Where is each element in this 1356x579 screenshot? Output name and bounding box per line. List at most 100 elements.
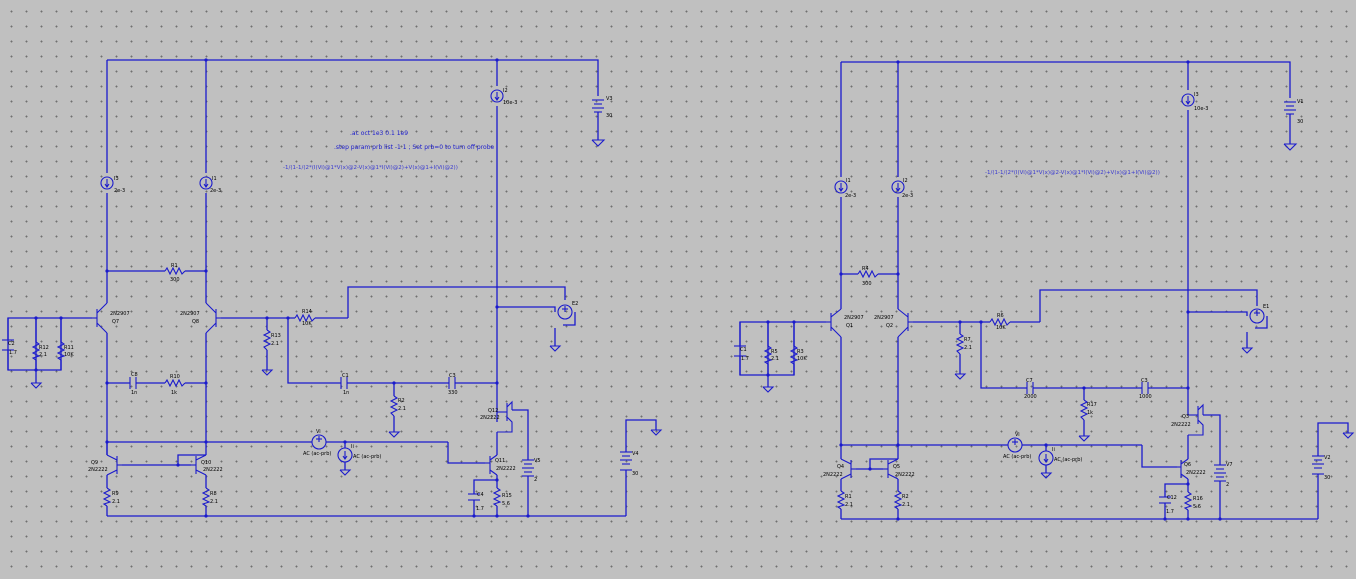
label-r15: R15 [502, 493, 512, 499]
source-ii[interactable] [337, 447, 353, 463]
label-c8: C8 [131, 372, 138, 378]
probe-source-e2[interactable] [557, 304, 573, 320]
label-i2: I2 [503, 88, 508, 94]
probe-source-e1-right[interactable] [1249, 308, 1265, 324]
label-r16-right: R16 [1193, 496, 1203, 502]
resistor-r1[interactable] [164, 266, 186, 276]
resistor-r16-right[interactable] [1183, 491, 1193, 511]
label-q2-right: Q2 [886, 323, 893, 329]
ground-v2-right [1342, 432, 1355, 439]
current-source-i2[interactable] [490, 89, 504, 103]
current-source-i2-right[interactable] [891, 180, 905, 194]
resistor-r6-right[interactable] [989, 317, 1011, 327]
transistor-q6-right[interactable] [1177, 458, 1189, 480]
ground-v4 [650, 429, 663, 436]
spice-directive-ac[interactable]: .ac oct 1e3 0.1 1e9 [350, 130, 408, 137]
capacitor-c3[interactable] [448, 377, 456, 389]
label-r12: R12 [39, 345, 49, 351]
resistor-r14[interactable] [294, 313, 316, 323]
ground-ii [339, 469, 352, 476]
label-c3: C3 [449, 373, 456, 379]
voltage-source-v1-right[interactable] [1283, 101, 1298, 151]
model-q1-right: 2N2907 [844, 315, 864, 321]
resistor-r3-right[interactable] [789, 345, 799, 365]
resistor-r9[interactable] [102, 487, 112, 507]
label-i1: I1 [212, 176, 217, 182]
voltage-source-v7-right[interactable] [1214, 464, 1226, 482]
current-source-i3-right[interactable] [1181, 93, 1195, 107]
resistor-r5-right[interactable] [763, 345, 773, 365]
left-measure-expression[interactable]: -1/(1-1/(2*(I(Vi)@1*V(x)@2-V(x)@1*I(Vi)@… [283, 165, 458, 171]
capacitor-c12-right[interactable] [1159, 496, 1171, 504]
model-q10: 2N2222 [203, 467, 223, 473]
current-source-i1-right[interactable] [834, 180, 848, 194]
voltage-source-v5[interactable] [522, 459, 534, 477]
resistor-r1-right[interactable] [836, 490, 846, 510]
resistor-r2-right[interactable] [893, 490, 903, 510]
resistor-r17-right[interactable] [1079, 399, 1089, 421]
label-q11: Q11 [495, 458, 505, 464]
transistor-q5-right[interactable] [883, 458, 899, 480]
transistor-q3-right[interactable] [1188, 403, 1204, 436]
label-r1: R1 [171, 263, 178, 269]
source-vi[interactable] [311, 434, 327, 450]
resistor-r8[interactable] [201, 487, 211, 507]
label-q10: Q10 [201, 460, 211, 466]
resistor-r2[interactable] [389, 395, 399, 417]
capacitor-c7-right[interactable] [1026, 382, 1034, 394]
value-r6-right: 10K [996, 325, 1006, 331]
capacitor-c4[interactable] [468, 493, 480, 501]
value-r4-right: 300 [862, 281, 872, 287]
capacitor-c1-right[interactable] [734, 345, 746, 357]
label-q4-right: Q4 [837, 464, 844, 470]
voltage-source-v4[interactable] [620, 451, 632, 471]
left-components [2, 89, 663, 507]
right-schematic: I1 2e-3 I2 2e-3 I3 10e-3 V1 30 R4 300 2N… [734, 60, 1355, 521]
transistor-q7[interactable] [92, 302, 108, 334]
capacitor-c2[interactable] [2, 339, 14, 351]
transistor-q9[interactable] [106, 454, 122, 476]
label-ii: Ii [351, 444, 354, 450]
label-v1-right: V1 [1297, 99, 1304, 105]
label-q9: Q9 [91, 460, 98, 466]
current-source-i1[interactable] [199, 176, 213, 190]
transistor-q11[interactable] [485, 454, 498, 476]
capacitor-c1[interactable] [340, 377, 348, 389]
voltage-source-v3[interactable] [591, 99, 606, 147]
transistor-q8[interactable] [205, 302, 221, 334]
ground-e2 [549, 345, 562, 352]
label-c1: C1 [342, 373, 349, 379]
resistor-r13[interactable] [262, 329, 272, 351]
label-ii-right: Ii [1052, 447, 1055, 453]
label-e2: E2 [572, 301, 578, 307]
resistor-r15[interactable] [492, 487, 502, 507]
value-r5-right: 2.1 [771, 356, 779, 362]
resistor-r10[interactable] [164, 378, 186, 388]
voltage-source-v2-right[interactable] [1312, 455, 1324, 475]
current-source-i3[interactable] [100, 176, 114, 190]
capacitor-c8[interactable] [129, 377, 137, 389]
right-measure-expression[interactable]: -1/(1-1/(2*(I(Vi)@1*V(x)@2-V(x)@1*I(Vi)@… [985, 170, 1160, 176]
resistor-r11[interactable] [56, 341, 66, 361]
model-vi: AC (ac-prb) [303, 451, 331, 457]
label-r4-right: R4 [862, 266, 869, 272]
label-r11: R11 [64, 345, 74, 351]
resistor-r7-right[interactable] [955, 333, 965, 355]
transistor-q10[interactable] [191, 454, 207, 476]
ground-r13 [261, 369, 274, 376]
right-wires [739, 61, 1349, 520]
transistor-q4-right[interactable] [840, 458, 856, 480]
spice-directive-step[interactable]: .step param prb list -1 1 ; Set prb=0 to… [334, 144, 495, 151]
resistor-r12[interactable] [31, 341, 41, 361]
source-vi-right[interactable] [1007, 437, 1023, 453]
label-e1-right: E1 [1263, 304, 1269, 310]
transistor-q1-right[interactable] [826, 308, 842, 338]
source-ii-right[interactable] [1038, 450, 1054, 466]
transistor-q2-right[interactable] [897, 308, 913, 338]
left-schematic: I3 2e-3 I1 2e-3 I2 10e-3 V3 30 R1 300 2N… [2, 58, 663, 518]
resistor-r4-right[interactable] [857, 269, 879, 279]
capacitor-c3-right[interactable] [1141, 382, 1149, 394]
transistor-q12[interactable] [497, 400, 513, 433]
model-q3-right: 2N2222 [1171, 422, 1191, 428]
